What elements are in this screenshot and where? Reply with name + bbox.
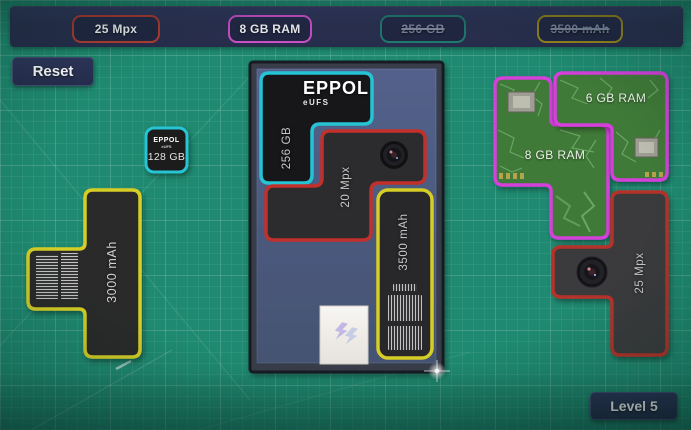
pcb-traces xyxy=(559,77,661,163)
white-module[interactable] xyxy=(319,305,369,365)
gold-pads xyxy=(499,173,524,179)
requirement-label: 3500 mAh xyxy=(550,22,610,36)
piece-storage-256[interactable] xyxy=(259,71,374,185)
requirement-badge-8gb-ram: 8 GB RAM xyxy=(228,15,312,43)
piece-ram-8[interactable] xyxy=(493,76,610,240)
requirement-label: 256 GB xyxy=(401,22,445,36)
piece-ram-6[interactable] xyxy=(553,71,669,182)
piece-battery-3500[interactable] xyxy=(376,188,434,360)
requirement-badge-256gb: 256 GB xyxy=(380,15,466,43)
reset-button[interactable]: Reset xyxy=(12,57,94,86)
camera-lens-icon xyxy=(380,141,408,169)
gold-pads xyxy=(645,172,663,177)
requirement-badge-25mpx: 25 Mpx xyxy=(72,15,160,43)
level-label: Level 5 xyxy=(610,398,658,414)
piece-camera-20[interactable] xyxy=(264,129,427,242)
requirement-label: 25 Mpx xyxy=(94,22,138,36)
ram-chip-icon xyxy=(634,137,659,158)
piece-storage-128[interactable] xyxy=(144,126,189,174)
requirement-badge-3500mah: 3500 mAh xyxy=(537,15,623,43)
camera-lens-icon xyxy=(576,256,608,288)
requirement-label: 8 GB RAM xyxy=(239,22,301,36)
lightning-bolt-icon xyxy=(344,327,358,345)
piece-battery-3000[interactable] xyxy=(26,188,142,359)
sparkle-glint xyxy=(424,360,450,382)
ram-chip-icon xyxy=(507,91,536,113)
lightning-bolt-icon xyxy=(334,322,348,340)
reset-button-label: Reset xyxy=(32,63,74,80)
level-indicator-button[interactable]: Level 5 xyxy=(590,392,678,420)
requirements-bar: 25 Mpx 8 GB RAM 256 GB 3500 mAh xyxy=(10,6,683,47)
piece-camera-25[interactable] xyxy=(551,190,669,357)
